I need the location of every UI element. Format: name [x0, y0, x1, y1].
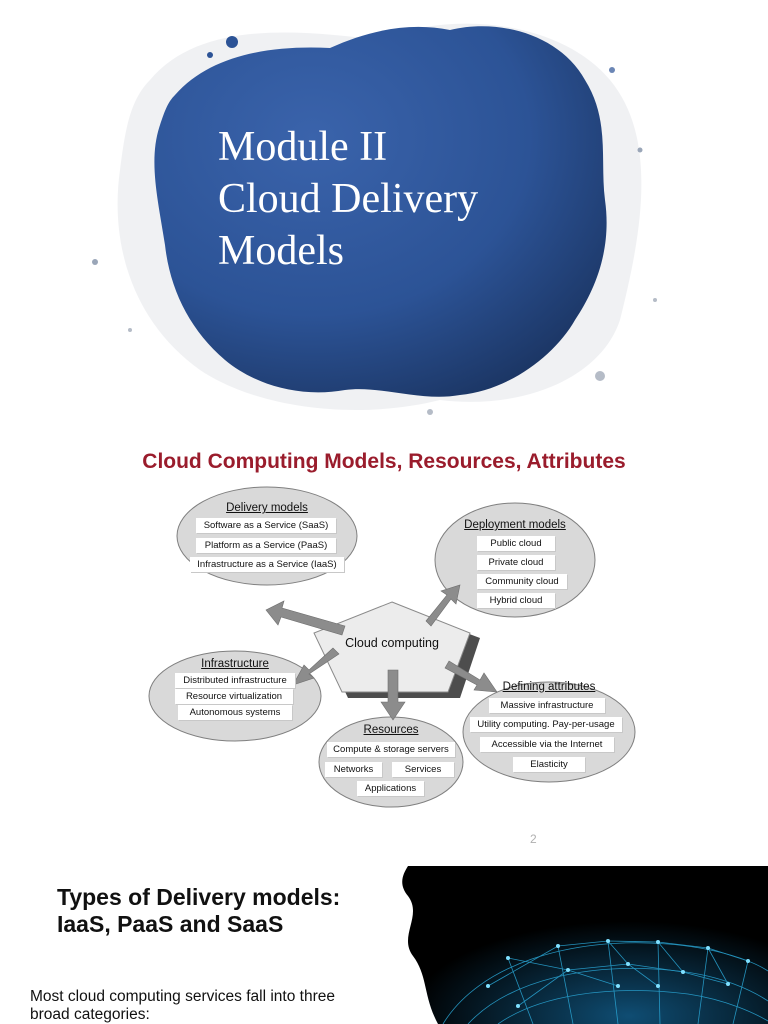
iaas-item: Infrastructure as a Service (IaaS)	[190, 557, 344, 572]
massive-infrastructure-item: Massive infrastructure	[489, 698, 605, 713]
slide-title-line-1: Module II	[218, 124, 388, 170]
hybrid-cloud-item: Hybrid cloud	[477, 593, 555, 608]
title-slide: Module II Cloud Delivery Models	[0, 0, 768, 430]
resource-virtualization-item: Resource virtualization	[175, 689, 293, 704]
community-cloud-item: Community cloud	[477, 574, 567, 589]
page-number: 2	[530, 832, 537, 846]
networks-item: Networks	[325, 762, 382, 777]
slide-title-line-3: Models	[218, 228, 344, 274]
delivery-types-slide: Types of Delivery models: IaaS, PaaS and…	[0, 866, 768, 1024]
deployment-models-heading: Deployment models	[464, 519, 566, 531]
slide-title-line-2: Cloud Delivery	[218, 176, 479, 222]
internet-access-item: Accessible via the Internet	[480, 737, 614, 752]
elasticity-item: Elasticity	[513, 757, 585, 772]
public-cloud-item: Public cloud	[477, 536, 555, 551]
connector-arrows	[265, 584, 498, 721]
slide-body-text: Most cloud computing services fall into …	[30, 988, 335, 1023]
saas-item: Software as a Service (SaaS)	[196, 518, 336, 533]
compute-storage-item: Compute & storage servers	[327, 742, 455, 757]
private-cloud-item: Private cloud	[477, 555, 555, 570]
autonomous-systems-item: Autonomous systems	[178, 705, 292, 720]
resources-heading: Resources	[363, 724, 419, 736]
utility-computing-item: Utility computing. Pay-per-usage	[470, 717, 622, 732]
services-item: Services	[392, 762, 454, 777]
distributed-infrastructure-item: Distributed infrastructure	[175, 673, 295, 688]
diagram-slide: Cloud Computing Models, Resources, Attri…	[0, 430, 768, 865]
slide-title: Types of Delivery models: IaaS, PaaS and…	[57, 884, 341, 937]
paas-item: Platform as a Service (PaaS)	[196, 538, 336, 553]
defining-attributes-heading: Defining attributes	[502, 681, 596, 693]
slide-title: Cloud Computing Models, Resources, Attri…	[142, 450, 626, 473]
blue-paint-splash	[92, 23, 657, 415]
applications-item: Applications	[357, 781, 424, 796]
infrastructure-heading: Infrastructure	[201, 658, 269, 670]
center-label: Cloud computing	[345, 636, 439, 650]
delivery-models-heading: Delivery models	[226, 502, 308, 514]
network-globe-image	[402, 866, 768, 1024]
